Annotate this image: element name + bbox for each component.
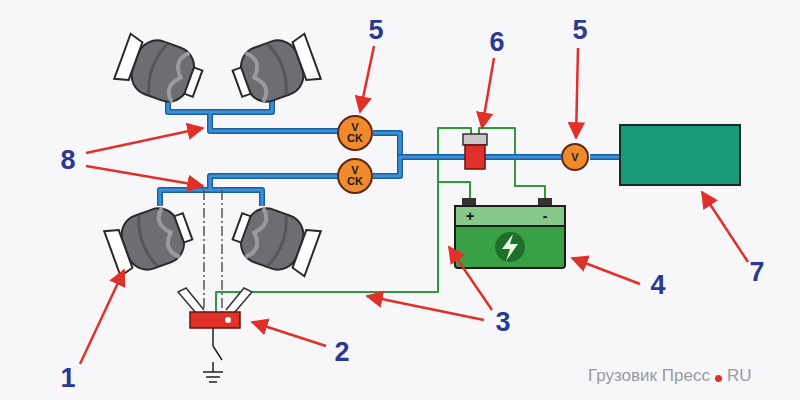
air-bag bbox=[113, 30, 207, 110]
callout-number: 5 bbox=[368, 15, 383, 46]
air-bag bbox=[103, 200, 197, 280]
air-bag bbox=[228, 200, 322, 280]
watermark: RU bbox=[727, 366, 752, 386]
watermark-dot bbox=[715, 375, 722, 382]
battery bbox=[455, 198, 565, 268]
air-lines bbox=[160, 96, 620, 206]
callout-number: 3 bbox=[495, 307, 510, 338]
valve-circle: V CK bbox=[337, 115, 373, 151]
valve-text: V CK bbox=[347, 165, 363, 187]
callout-number: 4 bbox=[650, 270, 665, 301]
watermark: Грузовик Пресс bbox=[588, 366, 710, 386]
terminal-sign: + bbox=[466, 208, 474, 224]
terminal-sign: - bbox=[543, 208, 548, 224]
air-tank bbox=[620, 125, 740, 185]
callout-arrows bbox=[80, 46, 748, 364]
callout-number: 8 bbox=[60, 145, 75, 176]
callout-number: 7 bbox=[749, 257, 764, 288]
valve-circle: V CK bbox=[337, 158, 373, 194]
height-valve bbox=[178, 190, 252, 382]
air-bag bbox=[228, 30, 322, 110]
valve-text: V CK bbox=[347, 122, 363, 144]
valve-circle: V bbox=[561, 143, 589, 171]
callout-number: 1 bbox=[60, 363, 75, 394]
solenoid-valve bbox=[463, 134, 487, 169]
callout-number: 5 bbox=[572, 15, 587, 46]
valve-text: V bbox=[571, 152, 578, 163]
callout-number: 2 bbox=[334, 337, 349, 368]
callout-number: 6 bbox=[489, 27, 504, 58]
